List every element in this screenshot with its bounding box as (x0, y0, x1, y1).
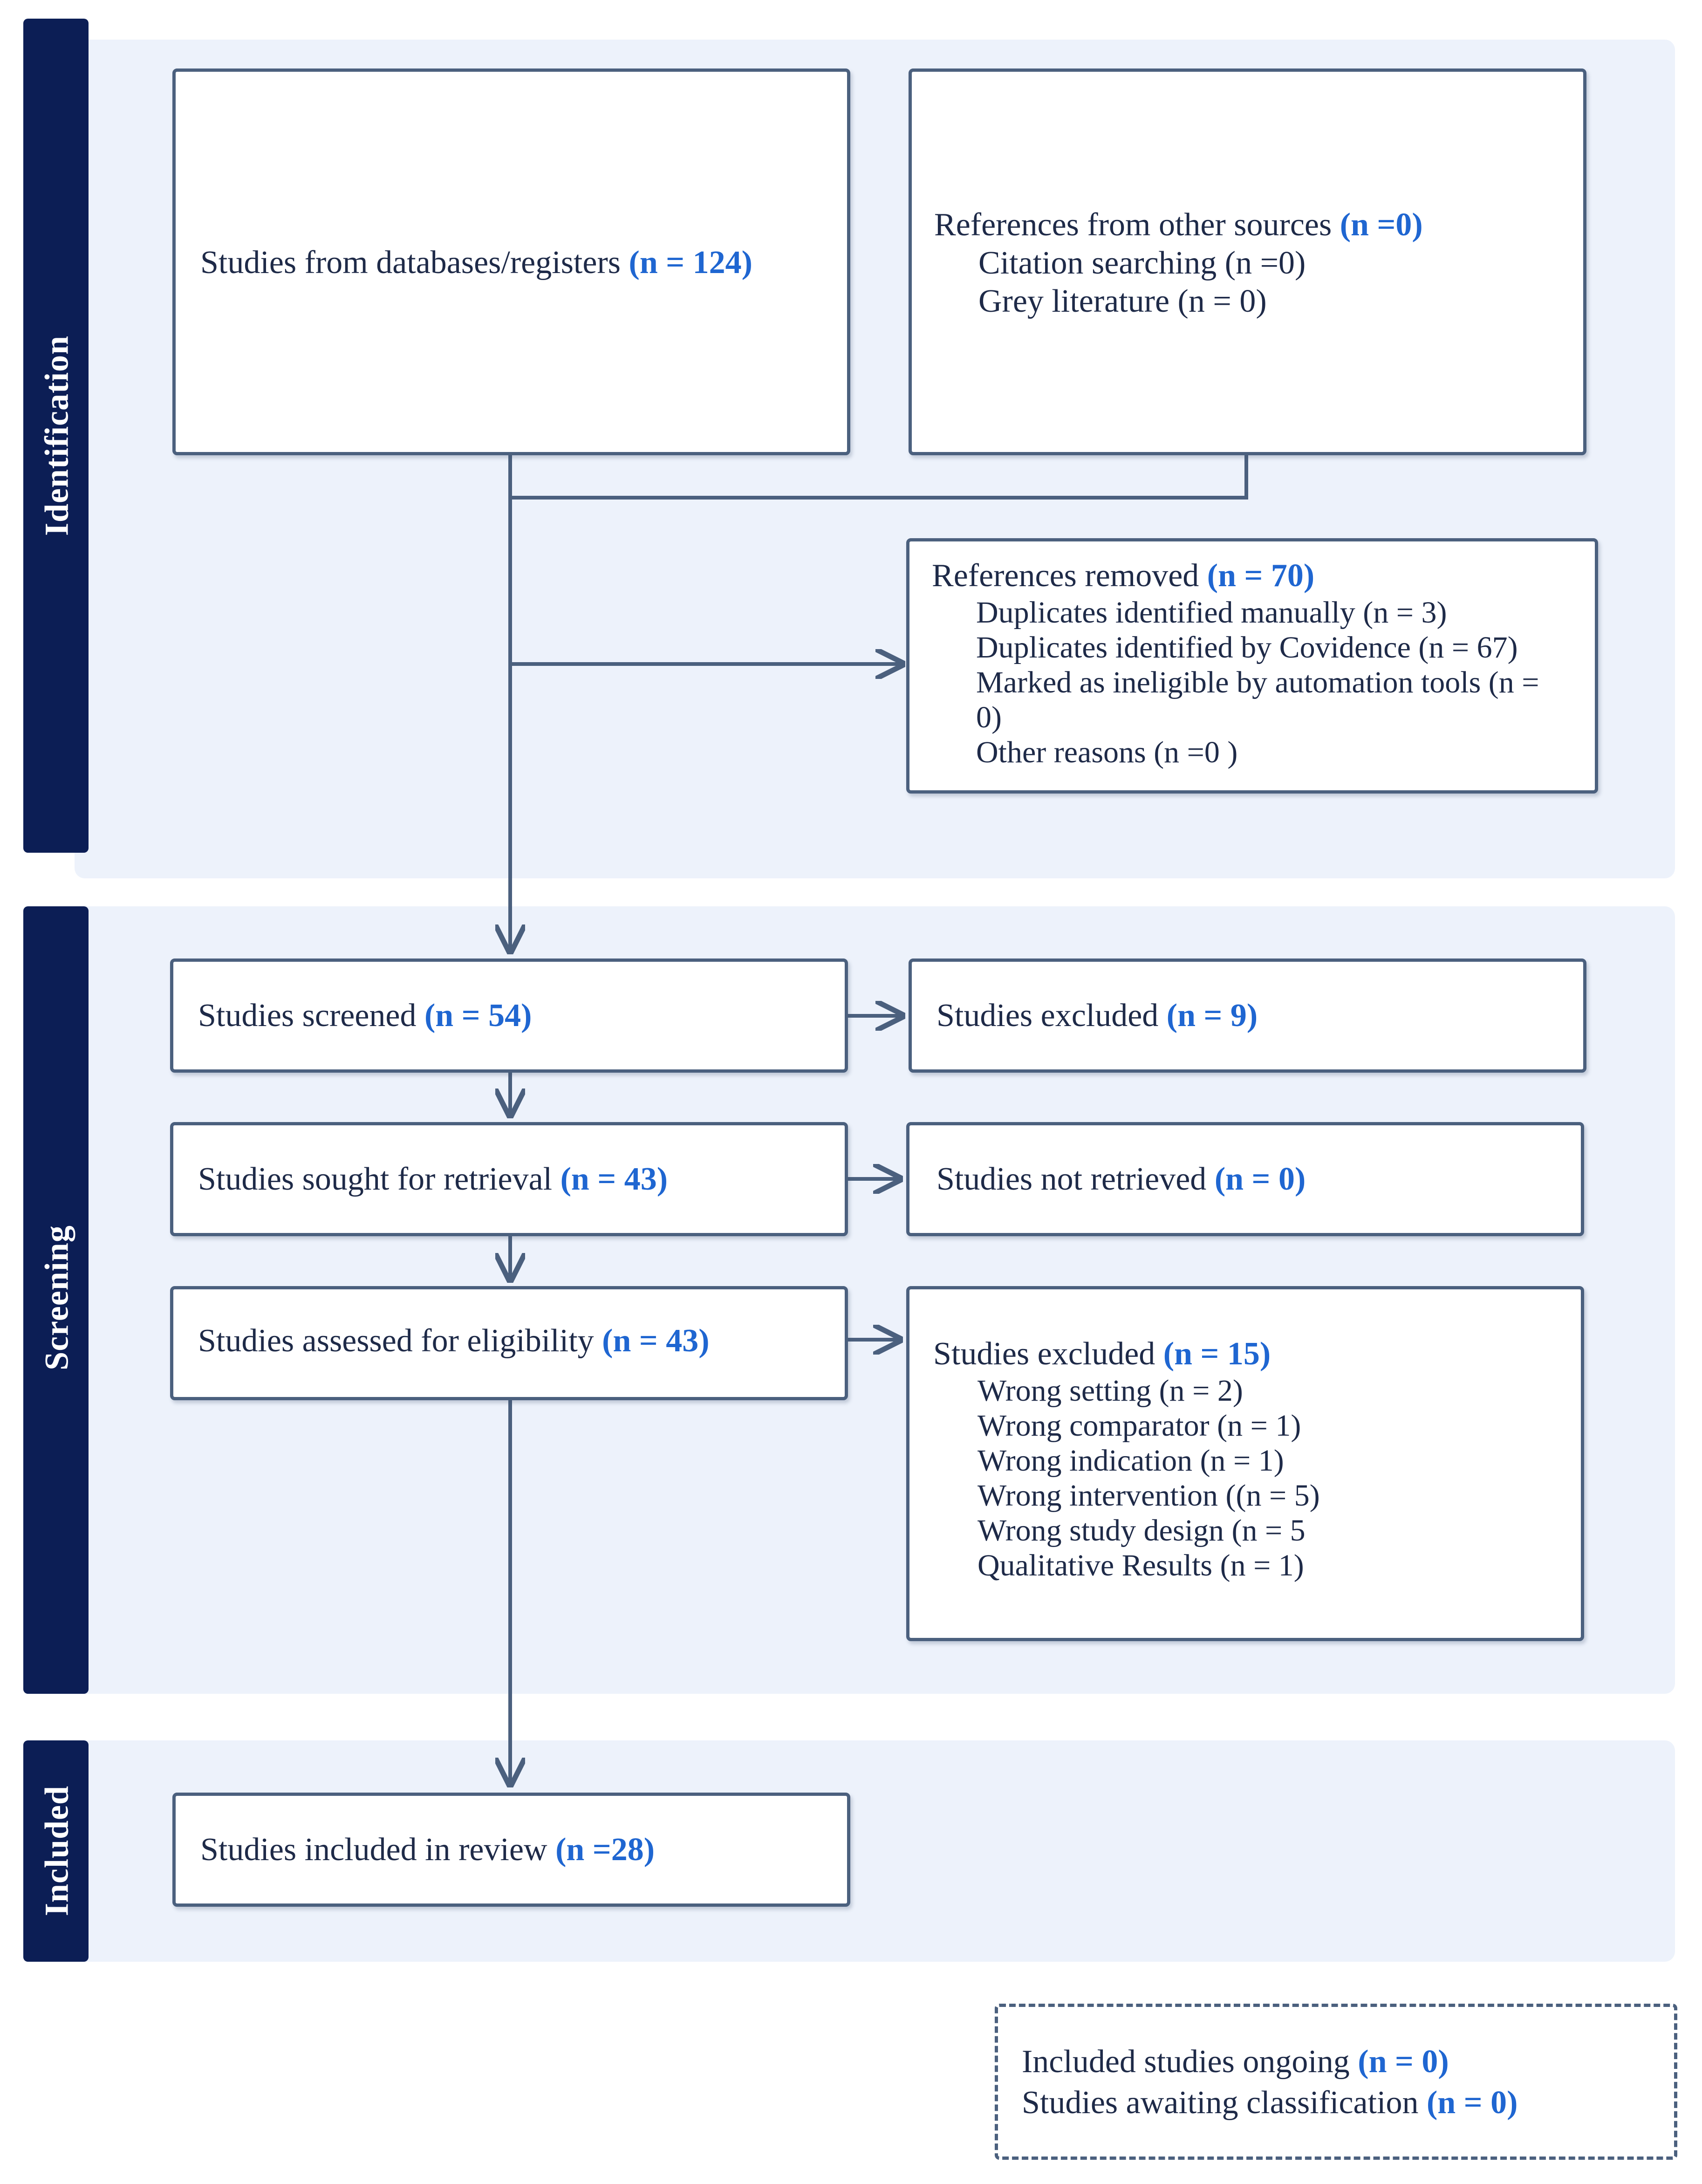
assessed-box (170, 1286, 848, 1400)
not-retrieved-text: Studies not retrieved (n = 0) (936, 1160, 1306, 1198)
other-sources-citation: Citation searching (n =0) (978, 245, 1306, 281)
removed-item: Other reasons (n =0 ) (976, 735, 1238, 769)
excluded-full-text-box (906, 1286, 1584, 1641)
other-sources-grey: Grey literature (n = 0) (978, 283, 1267, 319)
other-sources-label: References from other sources (934, 207, 1340, 243)
removed-item: 0) (976, 700, 1002, 734)
awaiting-count: (n = 0) (1426, 2085, 1518, 2121)
other-sources-text: References from other sources (n =0) Cit… (934, 206, 1423, 321)
included-count: (n =28) (555, 1832, 655, 1868)
exclusion-reason: Qualitative Results (n = 1) (977, 1548, 1304, 1582)
exclusion-reason: Wrong study design (n = 5 (977, 1513, 1306, 1547)
screened-label: Studies screened (198, 998, 424, 1034)
not-retrieved-box (906, 1122, 1584, 1236)
assessed-text: Studies assessed for eligibility (n = 43… (198, 1322, 710, 1360)
databases-label: Studies from databases/registers (200, 245, 629, 281)
exclusion-reason: Wrong setting (n = 2) (977, 1374, 1243, 1408)
ongoing-label: Included studies ongoing (1022, 2044, 1358, 2080)
sought-box (170, 1122, 848, 1236)
excluded-full-text-label: Studies excluded (933, 1336, 1163, 1372)
assessed-label: Studies assessed for eligibility (198, 1323, 602, 1359)
included-label: Studies included in review (200, 1832, 556, 1868)
identification-stage-tab (23, 19, 89, 853)
excluded-screen-box (909, 958, 1586, 1073)
references-removed-label: References removed (932, 558, 1207, 594)
exclusion-reason: Wrong indication (n = 1) (977, 1444, 1284, 1478)
assessed-count: (n = 43) (602, 1323, 710, 1359)
exclusion-reason: Wrong comparator (n = 1) (977, 1409, 1301, 1443)
references-removed-count: (n = 70) (1207, 558, 1315, 594)
screening-stage-tab (23, 906, 89, 1694)
screened-count: (n = 54) (424, 998, 532, 1034)
excluded-full-text-count: (n = 15) (1163, 1336, 1271, 1372)
excluded-full-text-text: Studies excluded (n = 15) Wrong setting … (933, 1335, 1320, 1583)
excluded-screen-label: Studies excluded (936, 998, 1167, 1034)
references-removed-text: References removed (n = 70) Duplicates i… (932, 557, 1539, 770)
removed-item: Marked as ineligible by automation tools… (976, 665, 1539, 699)
removed-item: Duplicates identified manually (n = 3) (976, 596, 1447, 630)
removed-item: Duplicates identified by Covidence (n = … (976, 630, 1518, 664)
excluded-screen-text: Studies excluded (n = 9) (936, 997, 1258, 1035)
databases-text: Studies from databases/registers (n = 12… (200, 244, 752, 282)
ongoing-count: (n = 0) (1358, 2044, 1449, 2080)
exclusion-reason: Wrong intervention ((n = 5) (977, 1479, 1320, 1513)
included-stage-tab (23, 1740, 89, 1962)
not-retrieved-label: Studies not retrieved (936, 1161, 1215, 1197)
excluded-screen-count: (n = 9) (1166, 998, 1258, 1034)
not-retrieved-count: (n = 0) (1214, 1161, 1306, 1197)
sought-count: (n = 43) (560, 1161, 668, 1197)
screened-text: Studies screened (n = 54) (198, 997, 532, 1035)
other-sources-count: (n =0) (1340, 207, 1423, 243)
included-text: Studies included in review (n =28) (200, 1831, 655, 1869)
sought-text: Studies sought for retrieval (n = 43) (198, 1160, 668, 1198)
other-sources-box (909, 68, 1586, 455)
ongoing-studies-box (995, 2004, 1677, 2160)
awaiting-label: Studies awaiting classification (1022, 2085, 1427, 2121)
screened-box (170, 958, 848, 1073)
ongoing-studies-text: Included studies ongoing (n = 0) Studies… (1022, 2041, 1517, 2123)
databases-box (172, 68, 850, 455)
sought-label: Studies sought for retrieval (198, 1161, 560, 1197)
included-box (172, 1793, 850, 1907)
databases-count: (n = 124) (629, 245, 752, 281)
references-removed-box (906, 538, 1598, 794)
